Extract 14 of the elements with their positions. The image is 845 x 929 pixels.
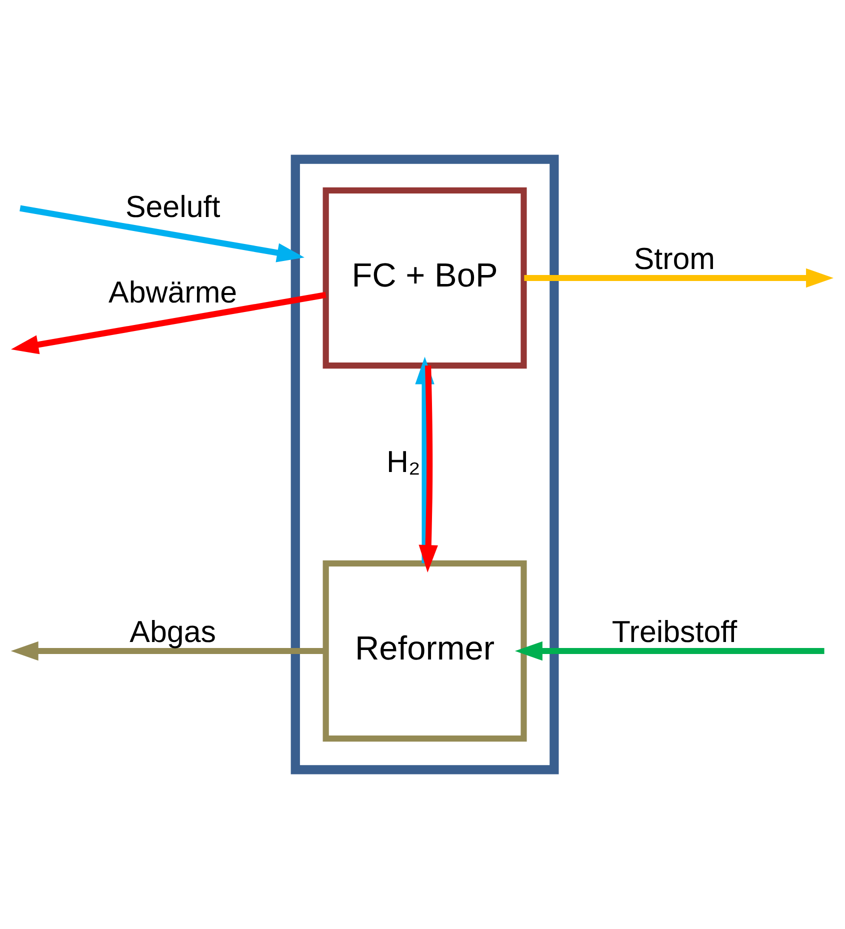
arrow <box>10 641 326 661</box>
edge-label: H₂ <box>386 445 420 480</box>
arrow <box>514 641 824 661</box>
edge-label: Abgas <box>130 614 216 649</box>
edge-label: Strom <box>634 242 716 276</box>
edge-label: Treibstoff <box>612 614 738 649</box>
arrow <box>418 366 438 573</box>
node-box: Reformer <box>322 560 527 742</box>
edge-label: Seeluft <box>125 190 220 224</box>
edge-label: Abwärme <box>108 275 238 310</box>
arrow <box>524 268 834 288</box>
node-box: FC + BoP <box>322 187 527 369</box>
arrow <box>20 205 304 262</box>
cluster <box>290 154 559 774</box>
